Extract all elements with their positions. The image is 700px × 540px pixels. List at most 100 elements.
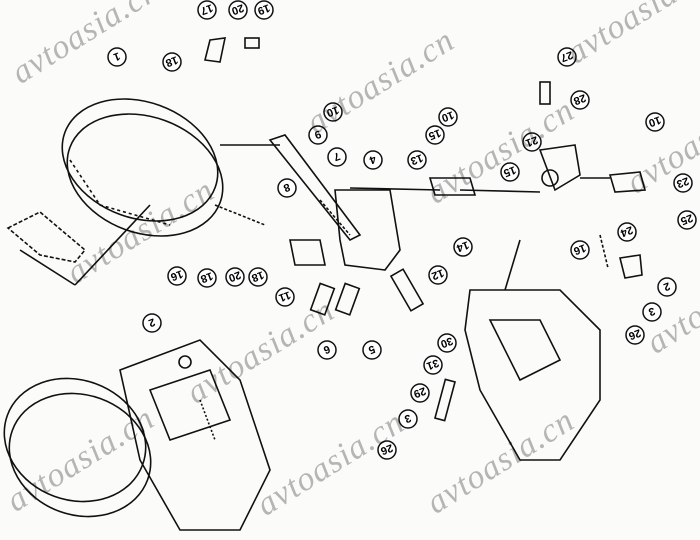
callout-circle: [673, 173, 693, 193]
callout-circle: [275, 287, 295, 307]
callout-number: 8: [282, 180, 292, 193]
callout-27: 27: [557, 47, 577, 67]
callout-number: 27: [559, 48, 575, 63]
callout-number: 29: [412, 384, 428, 399]
callout-number: 11: [277, 288, 292, 303]
callout-12: 12: [428, 265, 448, 285]
callout-circle: [327, 147, 347, 167]
callout-number: 30: [439, 334, 455, 349]
callout-2: 2: [142, 313, 162, 333]
callout-circle: [500, 162, 520, 182]
callout-7: 7: [327, 147, 347, 167]
callout-8: 8: [277, 178, 297, 198]
callout-circle: [248, 267, 268, 287]
callout-9: 9: [308, 125, 328, 145]
callout-circle: [228, 0, 248, 20]
callout-13: 13: [407, 150, 427, 170]
callout-number: 12: [430, 266, 446, 281]
callout-5: 5: [362, 340, 382, 360]
callout-number: 6: [322, 342, 332, 355]
callout-number: 4: [367, 152, 378, 166]
callout-19: 19: [254, 0, 274, 20]
callout-number: 18: [250, 268, 266, 283]
callout-circle: [557, 47, 577, 67]
callout-10: 10: [438, 107, 458, 127]
callout-number: 2: [147, 315, 157, 328]
callout-number: 28: [572, 91, 588, 106]
callout-number: 16: [572, 241, 588, 256]
callout-16: 16: [167, 266, 187, 286]
callout-circle: [410, 383, 430, 403]
callout-2: 2: [657, 277, 677, 297]
callout-30: 30: [437, 333, 457, 353]
callout-circle: [617, 222, 637, 242]
callout-10: 10: [323, 102, 343, 122]
callout-circle: [277, 178, 297, 198]
band-lining-segment: [6, 211, 87, 263]
callout-number: 5: [367, 342, 377, 355]
callout-circle: [677, 210, 697, 230]
callout-18: 18: [162, 52, 182, 72]
callout-circle: [142, 313, 162, 333]
callout-18: 18: [248, 267, 268, 287]
leader-line: [19, 249, 76, 286]
callout-23: 23: [673, 173, 693, 193]
callout-circle: [197, 0, 217, 20]
callout-number: 17: [199, 1, 215, 16]
callout-circle: [377, 440, 397, 460]
brake-band-upper: [61, 98, 224, 237]
assembled-mechanism: [119, 339, 271, 531]
callout-number: 19: [256, 1, 272, 16]
callout-circle: [570, 90, 590, 110]
callout-circle: [167, 266, 187, 286]
callout-circle: [642, 302, 662, 322]
callout-circle: [323, 102, 343, 122]
callout-number: 20: [230, 1, 246, 16]
callout-11: 11: [275, 287, 295, 307]
callout-circle: [197, 268, 217, 288]
callout-number: 13: [409, 151, 425, 166]
callout-26: 26: [377, 440, 397, 460]
callout-10: 10: [645, 112, 665, 132]
callout-number: 15: [427, 126, 443, 141]
callout-17: 17: [197, 0, 217, 20]
callout-25: 25: [677, 210, 697, 230]
callout-number: 7: [332, 149, 342, 162]
callout-circle: [570, 240, 590, 260]
callout-4: 4: [363, 150, 383, 170]
callout-number: 20: [227, 268, 243, 283]
callout-29: 29: [410, 383, 430, 403]
callout-26: 26: [625, 325, 645, 345]
callout-15: 15: [425, 125, 445, 145]
leader-line: [74, 204, 151, 286]
callout-number: 10: [647, 113, 663, 128]
callout-number: 3: [647, 304, 657, 317]
callout-circle: [625, 325, 645, 345]
callout-circle: [437, 333, 457, 353]
callout-circle: [362, 340, 382, 360]
callout-3: 3: [398, 409, 418, 429]
callout-circle: [398, 409, 418, 429]
callout-number: 18: [164, 53, 180, 68]
callout-6: 6: [317, 340, 337, 360]
callout-circle: [438, 107, 458, 127]
callout-circle: [162, 52, 182, 72]
callout-number: 25: [679, 211, 695, 226]
callout-number: 23: [675, 174, 691, 189]
callout-circle: [363, 150, 383, 170]
callout-14: 14: [453, 237, 473, 257]
callout-circle: [453, 237, 473, 257]
callout-circle: [428, 265, 448, 285]
callout-24: 24: [617, 222, 637, 242]
callout-number: 21: [524, 133, 540, 148]
callout-circle: [254, 0, 274, 20]
callout-circle: [645, 112, 665, 132]
callout-number: 18: [199, 269, 215, 284]
callout-circle: [522, 132, 542, 152]
callout-number: 2: [662, 279, 672, 292]
callout-16: 16: [570, 240, 590, 260]
callout-number: 14: [454, 238, 470, 254]
